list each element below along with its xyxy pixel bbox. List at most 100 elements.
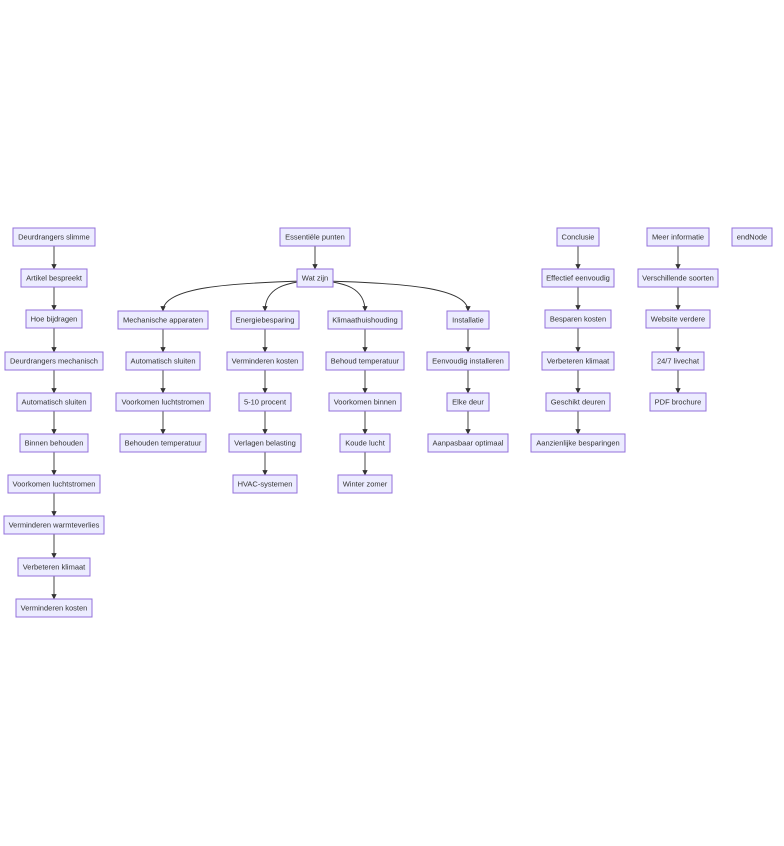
node-box <box>232 474 298 494</box>
node-c1_6: Binnen behouden <box>19 433 89 453</box>
node-mech_2: Automatisch sluiten <box>125 351 201 371</box>
node-c1_3: Hoe bijdragen <box>25 309 83 329</box>
node-energ: Energiebesparing <box>230 310 300 330</box>
node-concl_2: Effectief eenvoudig <box>541 268 615 288</box>
node-box <box>544 309 612 329</box>
node-label: Wat zijn <box>302 274 328 283</box>
node-box <box>427 433 509 453</box>
node-label: Elke deur <box>452 398 484 407</box>
node-inst_4: Aanpasbaar optimaal <box>427 433 509 453</box>
node-box <box>645 309 711 329</box>
node-label: Mechanische apparaten <box>123 316 203 325</box>
node-label: Winter zomer <box>343 480 388 489</box>
node-klim_5: Winter zomer <box>337 474 393 494</box>
node-label: endNode <box>737 233 767 242</box>
node-box <box>17 557 91 577</box>
node-label: Deurdrangers mechanisch <box>10 357 98 366</box>
edge-wat-to-mech <box>160 280 306 312</box>
node-label: Installatie <box>452 316 484 325</box>
edges-layer <box>51 246 681 600</box>
node-meer_4: 24/7 livechat <box>651 351 705 371</box>
node-box <box>426 351 510 371</box>
node-label: Artikel bespreekt <box>26 274 83 283</box>
node-label: Verminderen kosten <box>232 357 299 366</box>
node-inst_2: Eenvoudig installeren <box>426 351 510 371</box>
node-label: Voorkomen luchtstromen <box>122 398 205 407</box>
node-mech: Mechanische apparaten <box>117 310 209 330</box>
node-c1_8: Verminderen warmteverlies <box>3 515 105 535</box>
node-box <box>541 268 615 288</box>
node-label: Meer informatie <box>652 233 704 242</box>
node-box <box>556 227 600 247</box>
node-label: Behoud temperatuur <box>331 357 400 366</box>
node-box <box>651 351 705 371</box>
node-meer_3: Website verdere <box>645 309 711 329</box>
node-concl_3: Besparen kosten <box>544 309 612 329</box>
node-label: Verbeteren klimaat <box>23 563 86 572</box>
node-c1_7: Voorkomen luchtstromen <box>7 474 101 494</box>
node-label: 5-10 procent <box>244 398 287 407</box>
node-label: HVAC-systemen <box>238 480 293 489</box>
node-mech_4: Behouden temperatuur <box>119 433 207 453</box>
node-box <box>3 515 105 535</box>
node-wat: Wat zijn <box>296 268 334 288</box>
node-energ_2: Verminderen kosten <box>226 351 304 371</box>
node-meer_5: PDF brochure <box>649 392 707 412</box>
node-label: Besparen kosten <box>550 315 606 324</box>
node-label: Eenvoudig installeren <box>432 357 504 366</box>
node-label: Conclusie <box>562 233 595 242</box>
node-box <box>7 474 101 494</box>
node-label: Aanpasbaar optimaal <box>433 439 504 448</box>
node-klim_3: Voorkomen binnen <box>328 392 402 412</box>
node-label: Verschillende soorten <box>642 274 714 283</box>
node-box <box>19 433 89 453</box>
node-label: Effectief eenvoudig <box>546 274 610 283</box>
node-klim_4: Koude lucht <box>339 433 391 453</box>
node-box <box>20 268 88 288</box>
node-klim_2: Behoud temperatuur <box>325 351 405 371</box>
node-energ_5: HVAC-systemen <box>232 474 298 494</box>
node-label: Behouden temperatuur <box>125 439 202 448</box>
node-label: Binnen behouden <box>25 439 84 448</box>
node-label: Automatisch sluiten <box>130 357 195 366</box>
node-box <box>16 392 92 412</box>
node-box <box>238 392 292 412</box>
node-concl_5: Geschikt deuren <box>545 392 611 412</box>
node-box <box>649 392 707 412</box>
node-label: Website verdere <box>651 315 705 324</box>
node-box <box>119 433 207 453</box>
node-box <box>228 433 302 453</box>
node-box <box>646 227 710 247</box>
node-label: Verlagen belasting <box>234 439 296 448</box>
node-box <box>117 310 209 330</box>
node-box <box>339 433 391 453</box>
node-label: Verminderen kosten <box>21 604 88 613</box>
node-label: PDF brochure <box>655 398 702 407</box>
node-c1_1: Deurdrangers slimme <box>12 227 96 247</box>
node-c1_9: Verbeteren klimaat <box>17 557 91 577</box>
node-energ_4: Verlagen belasting <box>228 433 302 453</box>
edge-wat-to-inst <box>324 280 471 312</box>
node-box <box>327 310 403 330</box>
node-label: Klimaathuishouding <box>332 316 397 325</box>
node-inst: Installatie <box>446 310 490 330</box>
node-box <box>446 392 490 412</box>
node-box <box>25 309 83 329</box>
node-meer: Meer informatie <box>646 227 710 247</box>
node-box <box>337 474 393 494</box>
node-box <box>446 310 490 330</box>
node-label: Energiebesparing <box>236 316 295 325</box>
node-label: Voorkomen luchtstromen <box>13 480 96 489</box>
node-ess: Essentiële punten <box>279 227 351 247</box>
node-c1_2: Artikel bespreekt <box>20 268 88 288</box>
node-concl: Conclusie <box>556 227 600 247</box>
node-c1_5: Automatisch sluiten <box>16 392 92 412</box>
node-box <box>545 392 611 412</box>
node-box <box>279 227 351 247</box>
node-box <box>15 598 93 618</box>
node-box <box>230 310 300 330</box>
node-energ_3: 5-10 procent <box>238 392 292 412</box>
node-label: Voorkomen binnen <box>334 398 397 407</box>
node-label: Koude lucht <box>345 439 386 448</box>
